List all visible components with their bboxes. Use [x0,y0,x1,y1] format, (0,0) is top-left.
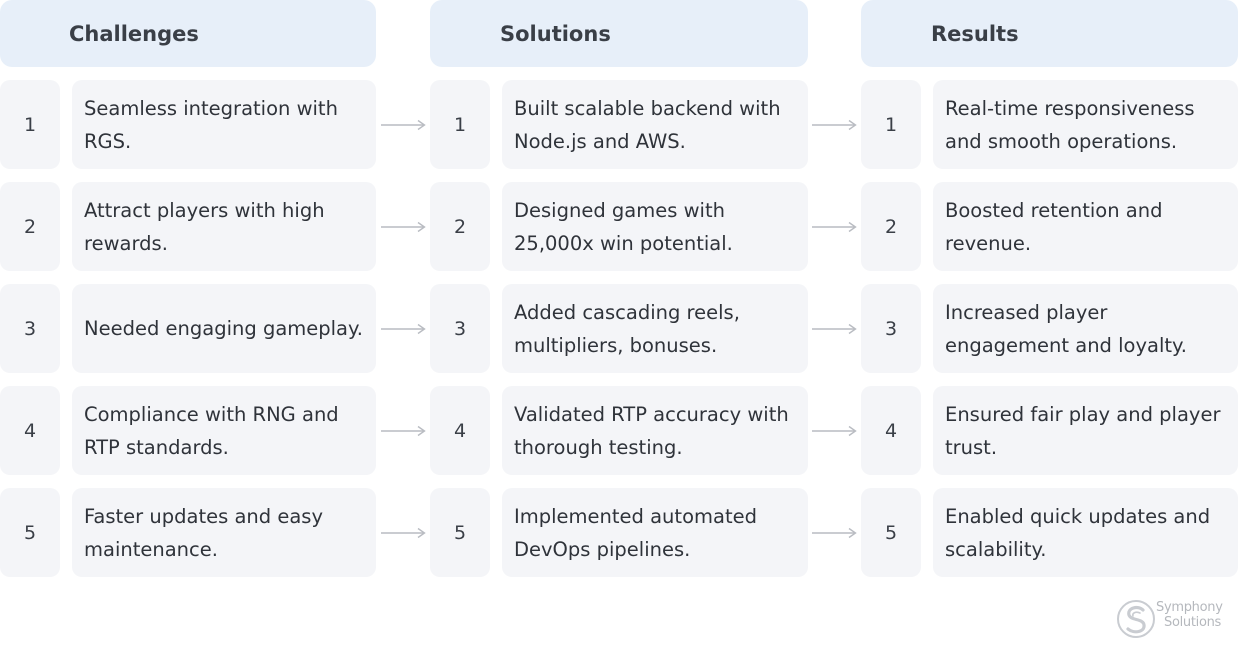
result-text: Enabled quick updates and scalability. [945,504,1211,561]
challenge-text: Seamless integration with RGS. [84,96,338,153]
challenge-cell: Needed engaging gameplay. [72,284,376,373]
result-number: 4 [861,386,921,475]
arrow-right-icon [381,322,427,336]
logo-text-line2: Solutions [1164,615,1222,630]
solution-cell: Designed games with 25,000x win potentia… [502,182,808,271]
solution-cell: Implemented automated DevOps pipelines. [502,488,808,577]
challenge-text: Attract players with high rewards. [84,198,325,255]
challenge-number: 4 [0,386,60,475]
solution-text: Designed games with 25,000x win potentia… [514,198,733,255]
solution-text: Validated RTP accuracy with thorough tes… [514,402,789,459]
challenge-text: Compliance with RNG and RTP standards. [84,402,339,459]
solution-cell: Validated RTP accuracy with thorough tes… [502,386,808,475]
result-cell: Increased player engagement and loyalty. [933,284,1238,373]
result-text: Real-time responsiveness and smooth oper… [945,96,1195,153]
solution-text: Built scalable backend with Node.js and … [514,96,781,153]
results-header: Results [861,0,1238,67]
challenge-cell: Compliance with RNG and RTP standards. [72,386,376,475]
solution-cell: Added cascading reels, multipliers, bonu… [502,284,808,373]
challenge-number: 5 [0,488,60,577]
solution-number: 4 [430,386,490,475]
arrow-right-icon [381,424,427,438]
result-text: Boosted retention and revenue. [945,198,1163,255]
challenge-number: 3 [0,284,60,373]
solution-text: Added cascading reels, multipliers, bonu… [514,300,740,357]
arrow-right-icon [381,526,427,540]
solution-number: 5 [430,488,490,577]
result-number: 5 [861,488,921,577]
challenge-cell: Attract players with high rewards. [72,182,376,271]
arrow-right-icon [381,220,427,234]
arrow-right-icon [812,118,858,132]
solution-cell: Built scalable backend with Node.js and … [502,80,808,169]
solutions-header: Solutions [430,0,808,67]
result-cell: Boosted retention and revenue. [933,182,1238,271]
result-text: Ensured fair play and player trust. [945,402,1221,459]
result-cell: Ensured fair play and player trust. [933,386,1238,475]
result-cell: Real-time responsiveness and smooth oper… [933,80,1238,169]
result-number: 2 [861,182,921,271]
solution-number: 2 [430,182,490,271]
result-number: 1 [861,80,921,169]
challenges-header: Challenges [0,0,376,67]
challenge-text: Needed engaging gameplay. [84,317,363,340]
challenge-number: 2 [0,182,60,271]
challenge-cell: Seamless integration with RGS. [72,80,376,169]
arrow-right-icon [812,526,858,540]
logo-text-line1: Symphony [1156,600,1223,615]
symphony-logo: Symphony Solutions [1116,598,1238,640]
result-number: 3 [861,284,921,373]
arrow-right-icon [381,118,427,132]
solution-text: Implemented automated DevOps pipelines. [514,504,757,561]
challenge-text: Faster updates and easy maintenance. [84,504,323,561]
arrow-right-icon [812,424,858,438]
challenge-cell: Faster updates and easy maintenance. [72,488,376,577]
solution-number: 3 [430,284,490,373]
result-cell: Enabled quick updates and scalability. [933,488,1238,577]
arrow-right-icon [812,220,858,234]
result-text: Increased player engagement and loyalty. [945,300,1187,357]
solution-number: 1 [430,80,490,169]
challenge-number: 1 [0,80,60,169]
symphony-logo-icon [1117,600,1155,638]
arrow-right-icon [812,322,858,336]
